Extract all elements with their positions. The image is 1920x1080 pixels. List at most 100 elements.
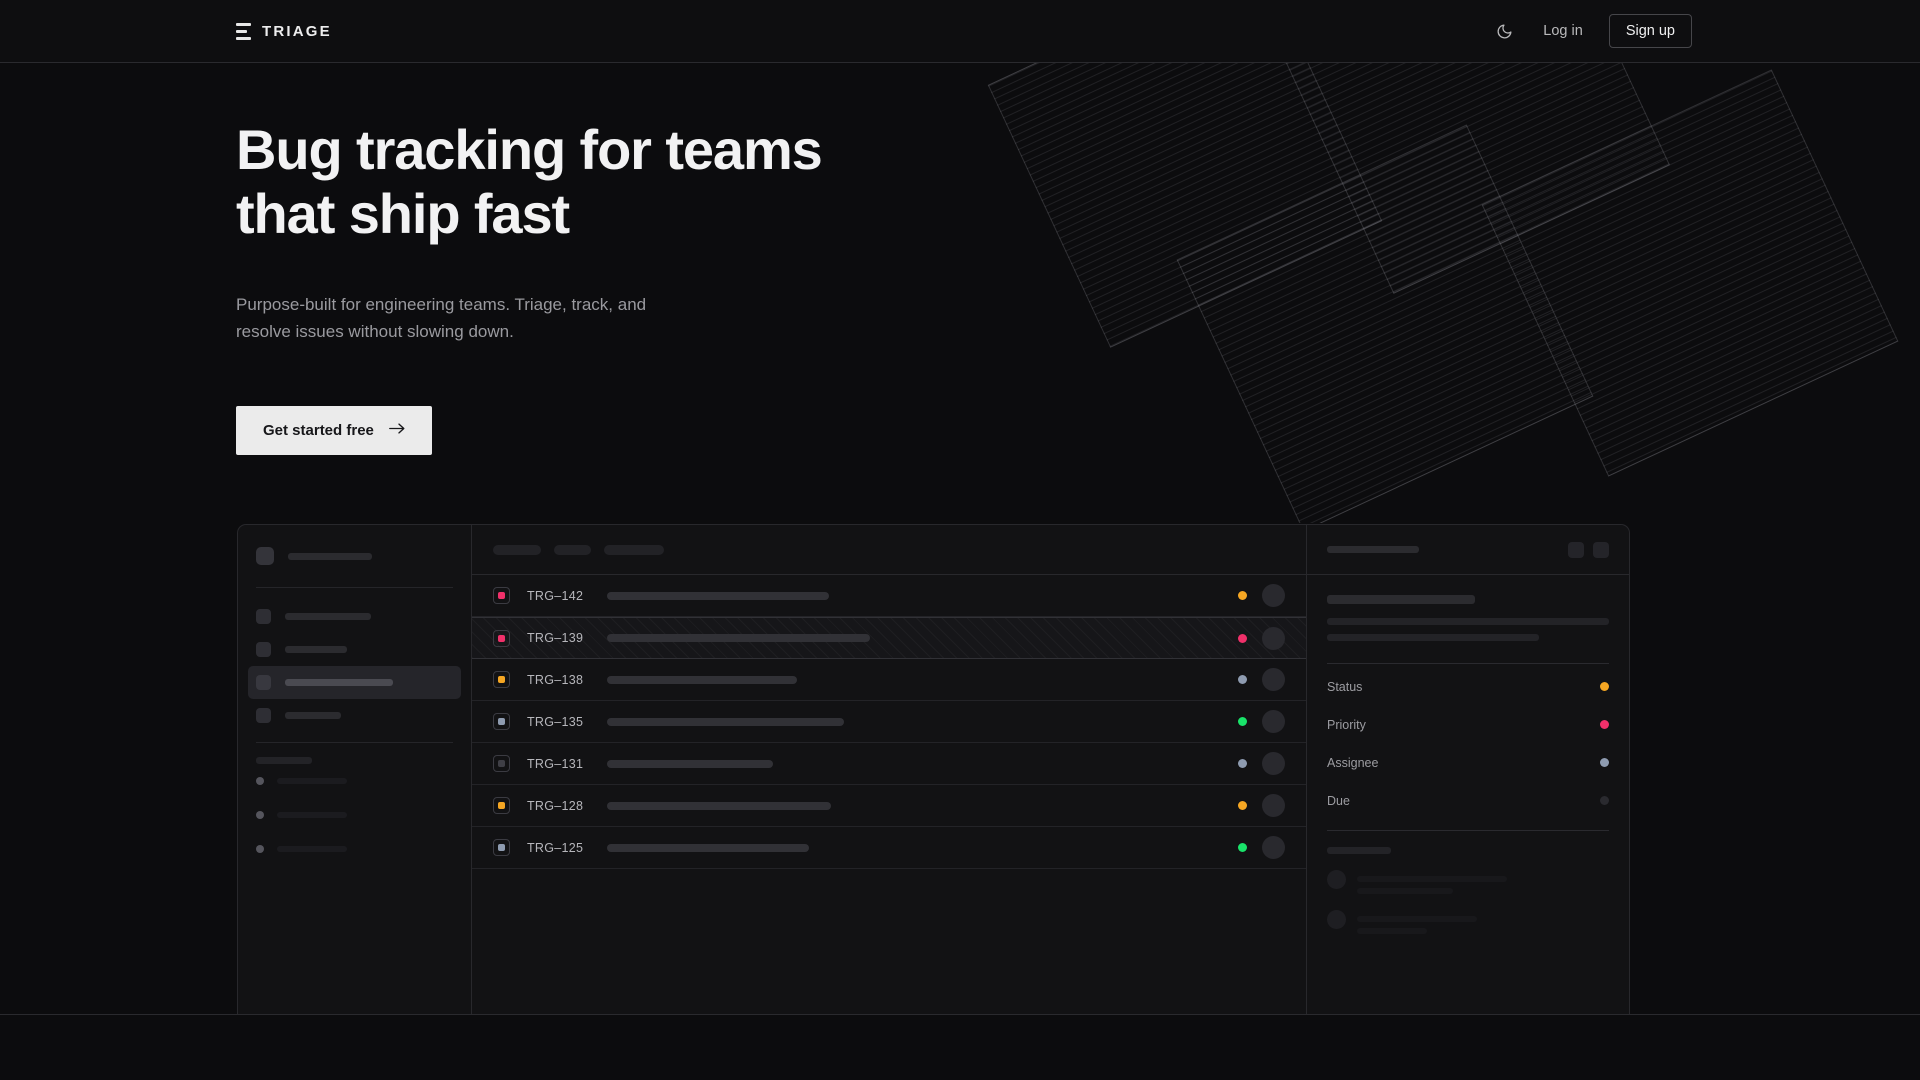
sidebar-nav-item[interactable] [248,600,461,633]
detail-description-line-placeholder [1327,634,1539,641]
hero-headline: Bug tracking for teams that ship fast [236,118,823,246]
sidebar-nav-item-icon [256,609,271,624]
comment-item [1327,910,1609,934]
workspace-avatar-icon [256,547,274,565]
triage-logo-icon [236,22,251,40]
sidebar-sub-item-dot-icon [256,811,264,819]
detail-meta-row[interactable]: Status [1327,671,1609,702]
sidebar-sub-item-label-placeholder [277,778,347,784]
detail-meta-value-dot [1600,758,1609,767]
detail-meta-row[interactable]: Assignee [1327,747,1609,778]
detail-meta-label: Due [1327,793,1350,808]
avatar[interactable] [1262,752,1285,775]
top-navigation-bar: TRIAGE Log in Sign up [0,0,1920,63]
decor-slab [1176,124,1594,523]
issue-row[interactable]: TRG–139 [472,617,1306,659]
issue-row-meta [1238,626,1285,650]
detail-description-line-placeholder [1327,618,1609,625]
sidebar-sub-item-dot-icon [256,845,264,853]
arrow-right-icon [388,422,405,439]
comment-body-placeholder [1357,910,1477,934]
sidebar-divider [256,742,453,743]
detail-panel-header [1307,525,1629,575]
avatar[interactable] [1262,626,1285,650]
issue-title-placeholder [607,717,844,726]
section-divider [0,1014,1920,1015]
mockup-sidebar [238,525,472,1014]
sidebar-nav-item-label-placeholder [285,646,347,653]
comment-item [1327,870,1609,894]
sidebar-sub-item[interactable] [256,832,453,866]
detail-meta-label: Status [1327,679,1363,694]
avatar[interactable] [1262,794,1285,817]
detail-meta-row[interactable]: Due [1327,785,1609,816]
status-dot [1238,843,1247,852]
filter-chip[interactable] [493,544,541,555]
priority-icon [493,755,510,772]
expand-button[interactable] [1568,541,1584,558]
sidebar-sub-item-dot-icon [256,777,264,785]
sidebar-sub-item-label-placeholder [277,846,347,852]
issue-id: TRG–128 [527,798,584,813]
sidebar-nav-item[interactable] [248,699,461,732]
sidebar-nav-item-icon [256,708,271,723]
detail-divider [1327,830,1609,831]
issue-row-meta [1238,584,1285,607]
issue-row-meta [1238,710,1285,733]
comment-line-placeholder [1357,876,1507,882]
sidebar-sub-item[interactable] [256,798,453,832]
get-started-button[interactable]: Get started free [236,405,432,455]
issue-row[interactable]: TRG–131 [472,743,1306,785]
comment-line-placeholder [1357,916,1477,922]
issue-id: TRG–139 [527,631,584,645]
workspace-switcher[interactable] [238,525,471,587]
sidebar-sub-item[interactable] [256,764,453,798]
detail-meta-value-dot [1600,682,1609,691]
workspace-name-placeholder [288,552,372,560]
sidebar-sub-items [256,764,453,866]
login-link[interactable]: Log in [1543,23,1583,39]
issue-row[interactable]: TRG–138 [472,659,1306,701]
detail-divider [1327,663,1609,664]
signup-button[interactable]: Sign up [1608,14,1692,48]
issue-row[interactable]: TRG–142 [472,575,1306,617]
moon-icon[interactable] [1487,14,1521,48]
sidebar-nav-list [238,588,471,742]
priority-icon [493,713,510,730]
brand-logo[interactable]: TRIAGE [236,0,332,62]
sidebar-nav-item[interactable] [248,633,461,666]
issue-id: TRG–131 [527,756,584,771]
sidebar-nav-item-active[interactable] [248,666,461,699]
avatar[interactable] [1262,584,1285,607]
hero-subheadline: Purpose-built for engineering teams. Tri… [236,294,647,341]
filter-chip[interactable] [604,544,664,555]
decor-slab [1271,63,1670,294]
avatar[interactable] [1262,710,1285,733]
issue-row[interactable]: TRG–125 [472,827,1306,869]
detail-meta-row[interactable]: Priority [1327,709,1609,740]
filter-chip[interactable] [554,544,591,555]
detail-meta-label: Assignee [1327,755,1379,770]
avatar[interactable] [1262,668,1285,691]
priority-icon [493,671,510,688]
get-started-label: Get started free [263,421,374,439]
comment-line-placeholder [1357,888,1453,894]
activity-label-placeholder [1327,847,1391,854]
issue-row[interactable]: TRG–128 [472,785,1306,827]
issue-id: TRG–142 [527,588,584,603]
issue-row-meta [1238,668,1285,691]
page-footer-area [0,1015,1920,1080]
avatar[interactable] [1262,836,1285,859]
issue-id: TRG–138 [527,672,584,687]
sidebar-nav-item-label-placeholder [285,613,371,620]
priority-icon [493,629,510,647]
status-dot [1238,759,1247,768]
issue-title-placeholder [607,634,870,642]
more-button[interactable] [1593,541,1609,558]
issue-row[interactable]: TRG–135 [472,701,1306,743]
